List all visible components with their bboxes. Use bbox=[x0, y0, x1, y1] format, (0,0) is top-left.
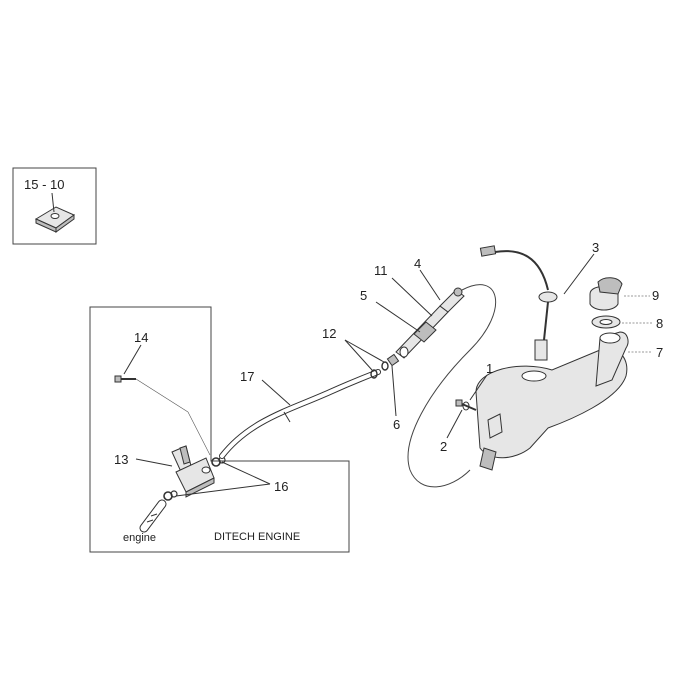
engine-hose-part bbox=[139, 499, 167, 533]
callout-13: 13 bbox=[114, 452, 128, 467]
screw-part bbox=[114, 375, 211, 456]
cap-wire-part bbox=[479, 245, 558, 361]
callout-12: 12 bbox=[322, 326, 336, 341]
clip-nut-part bbox=[34, 192, 75, 233]
callout-9: 9 bbox=[652, 288, 659, 303]
oil-hose-part bbox=[219, 369, 381, 459]
tank-screw-part bbox=[455, 399, 477, 411]
callout-numbers: 1 2 3 4 5 6 7 8 9 11 12 13 14 16 17 bbox=[114, 240, 663, 494]
inset-box: 15 - 10 bbox=[12, 167, 97, 245]
ditech-engine-box: engine DITECH ENGINE bbox=[89, 306, 350, 553]
engine-box-frame bbox=[89, 306, 350, 553]
pump-bracket-part bbox=[171, 445, 215, 498]
engine-box-caption: DITECH ENGINE bbox=[214, 531, 300, 543]
callout-1: 1 bbox=[486, 361, 493, 376]
sensor-cable bbox=[407, 284, 497, 488]
inset-label: 15 - 10 bbox=[24, 177, 64, 192]
callout-7: 7 bbox=[656, 345, 663, 360]
callout-14: 14 bbox=[134, 330, 148, 345]
engine-label: engine bbox=[123, 532, 156, 544]
cap-gasket-part bbox=[591, 315, 621, 329]
callout-3: 3 bbox=[592, 240, 599, 255]
callout-2: 2 bbox=[440, 439, 447, 454]
tank-cap-part bbox=[589, 277, 623, 311]
callout-17: 17 bbox=[240, 369, 254, 384]
level-sensor-part bbox=[395, 287, 465, 359]
leader-lines bbox=[123, 253, 652, 497]
callout-16: 16 bbox=[274, 479, 288, 494]
callout-5: 5 bbox=[360, 288, 367, 303]
callout-4: 4 bbox=[414, 256, 421, 271]
hose-fittings-part bbox=[370, 353, 400, 379]
callout-8: 8 bbox=[656, 316, 663, 331]
oil-tank-part bbox=[475, 331, 629, 471]
callout-11: 11 bbox=[374, 263, 388, 278]
callout-6: 6 bbox=[393, 417, 400, 432]
